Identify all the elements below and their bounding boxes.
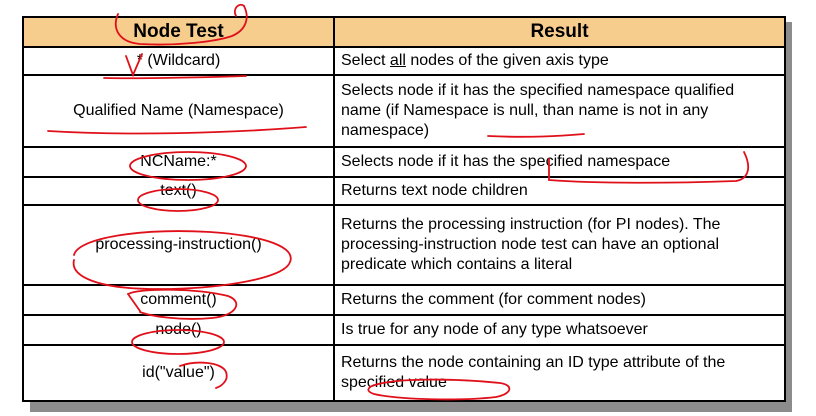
table-row: * (Wildcard) Select all nodes of the giv… <box>22 46 786 76</box>
node-test-cell: processing-instruction() <box>22 204 335 286</box>
table-row: id("value") Returns the node containing … <box>22 344 786 402</box>
node-test-header: Node Test <box>22 16 335 48</box>
annotation-header-arc <box>234 3 245 17</box>
result-cell: Is true for any node of any type whatsoe… <box>333 314 786 346</box>
node-test-cell: NCName:* <box>22 146 335 178</box>
node-test-cell: id("value") <box>22 344 335 402</box>
result-cell: Returns text node children <box>333 176 786 206</box>
node-test-cell: Qualified Name (Namespace) <box>22 74 335 148</box>
node-test-table: Node Test Result * (Wildcard) Select all… <box>22 16 786 402</box>
result-cell: Selects node if it has the specified nam… <box>333 146 786 178</box>
result-text: Select <box>341 52 390 69</box>
table-row: processing-instruction() Returns the pro… <box>22 204 786 286</box>
result-cell: Select all nodes of the given axis type <box>333 46 786 76</box>
table-row: node() Is true for any node of any type … <box>22 314 786 346</box>
result-cell: Selects node if it has the specified nam… <box>333 74 786 148</box>
table-row: text() Returns text node children <box>22 176 786 206</box>
header-row: Node Test Result <box>22 16 786 48</box>
result-cell: Returns the node containing an ID type a… <box>333 344 786 402</box>
result-text: nodes of the given axis type <box>405 52 609 69</box>
node-test-cell: * (Wildcard) <box>22 46 335 76</box>
table-row: NCName:* Selects node if it has the spec… <box>22 146 786 178</box>
table-row: Qualified Name (Namespace) Selects node … <box>22 74 786 148</box>
result-cell: Returns the comment (for comment nodes) <box>333 284 786 316</box>
table-row: comment() Returns the comment (for comme… <box>22 284 786 316</box>
result-emphasis: all <box>389 52 406 69</box>
result-header: Result <box>333 16 786 48</box>
node-test-cell: text() <box>22 176 335 206</box>
result-cell: Returns the processing instruction (for … <box>333 204 786 286</box>
node-test-cell: comment() <box>22 284 335 316</box>
node-test-cell: node() <box>22 314 335 346</box>
